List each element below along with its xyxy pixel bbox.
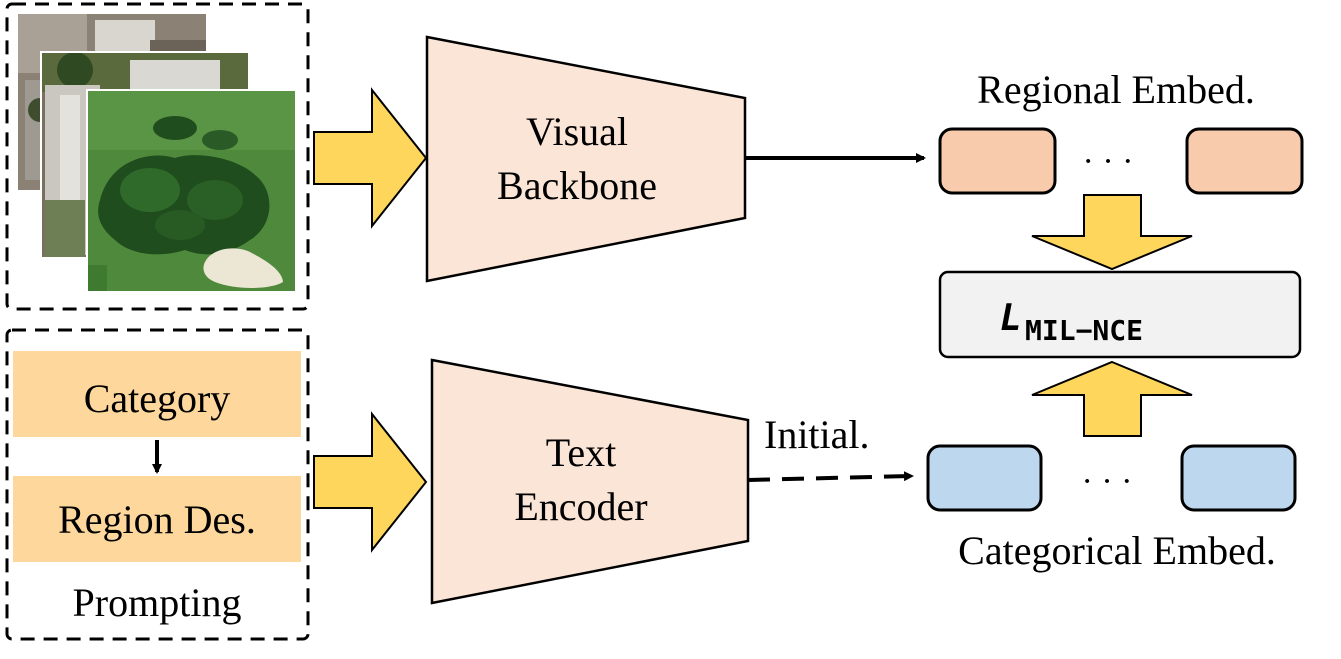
region-description-box (13, 476, 301, 562)
aerial-image-front (87, 90, 296, 292)
prompt-to-encoder-arrow (313, 411, 428, 553)
categorical-embed-ellipsis: · · · (1082, 463, 1133, 500)
category-label: Category (84, 376, 231, 421)
category-box (13, 351, 301, 437)
regional-embed-title: Regional Embed. (977, 67, 1255, 112)
encoder-to-categorical-arrow (747, 471, 914, 482)
text-encoder-label-line2: Encoder (514, 484, 647, 529)
categorical-embed-last (1180, 444, 1297, 512)
initial-label: Initial. (764, 412, 870, 457)
text-encoder-label-line1: Text (546, 430, 617, 475)
categorical-embed-first (926, 444, 1043, 512)
prompting-frame (5, 328, 310, 641)
loss-box (938, 270, 1302, 359)
regional-embed-first (938, 127, 1057, 195)
regional-embed-last (1185, 127, 1304, 195)
regional-embed-ellipsis: · · · (1083, 143, 1134, 180)
prompting-title: Prompting (73, 580, 242, 625)
visual-backbone-label-line1: Visual (526, 109, 628, 154)
image-stack-frame (5, 2, 310, 311)
loss-symbol: L (1000, 298, 1022, 339)
visual-backbone-label-line2: Backbone (497, 163, 657, 208)
categorical-embed-title: Categorical Embed. (958, 528, 1276, 573)
loss-subscript: MIL−NCE (1025, 314, 1143, 347)
visual-backbone (425, 35, 747, 283)
image-to-backbone-arrow (313, 87, 428, 229)
text-encoder (430, 358, 750, 605)
region-description-label: Region Des. (58, 497, 256, 542)
regional-to-loss-arrow (1031, 194, 1193, 271)
categorical-to-loss-arrow (1031, 360, 1193, 437)
